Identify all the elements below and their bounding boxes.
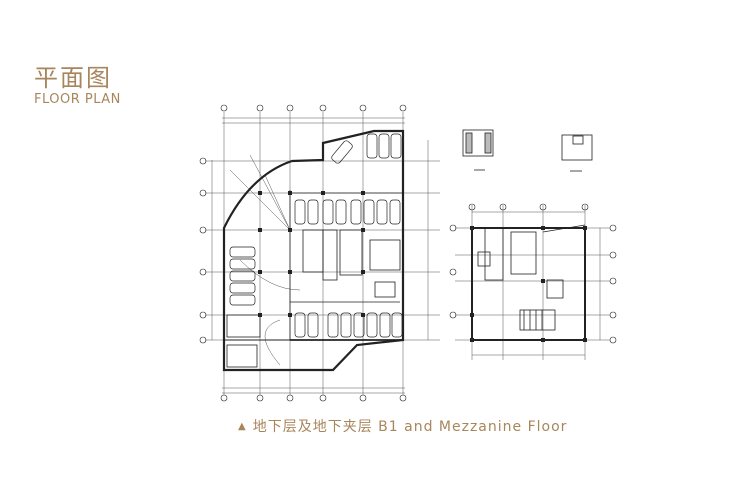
caption-text: 地下层及地下夹层 B1 and Mezzanine Floor xyxy=(252,419,568,435)
b1-floor-plan xyxy=(199,104,440,402)
plan-caption: ▲ 地下层及地下夹层 B1 and Mezzanine Floor xyxy=(238,416,567,436)
page-title: 平面图 xyxy=(34,64,112,92)
triangle-marker-icon: ▲ xyxy=(238,421,247,432)
mezzanine-floor-plan xyxy=(449,129,617,360)
page-subtitle: FLOOR PLAN xyxy=(34,92,121,107)
